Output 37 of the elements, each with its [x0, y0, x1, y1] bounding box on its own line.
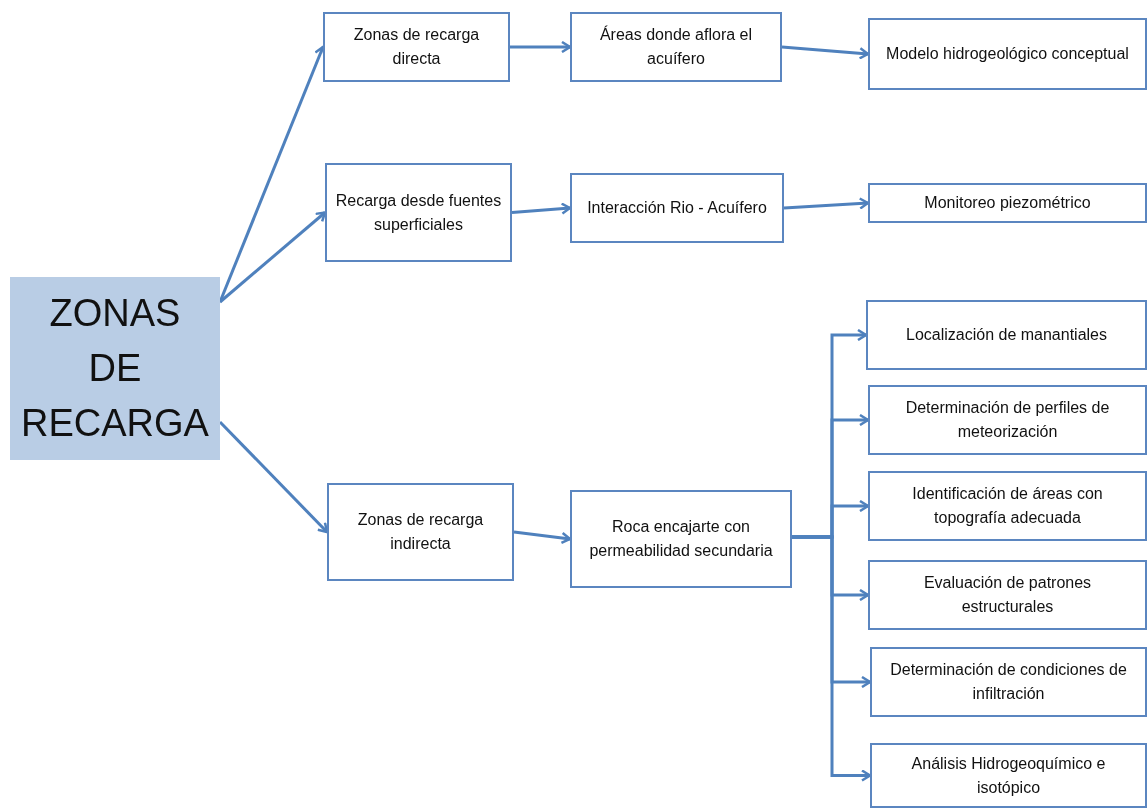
process-box — [868, 471, 1147, 541]
box-text: Zonas de recarga indirecta — [356, 510, 485, 554]
box-text: Determinación de condiciones de infiltración — [889, 660, 1128, 704]
process-box — [570, 490, 792, 588]
arrow — [781, 45, 870, 60]
box-text: Zonas de recarga directa — [352, 25, 481, 69]
box-text: Análisis Hidrogeoquímico e isotópico — [910, 753, 1107, 798]
title-box — [10, 277, 220, 460]
arrow — [513, 530, 572, 545]
arrow — [792, 535, 872, 782]
process-box — [323, 12, 510, 82]
box-text: Áreas donde aflora el acuífero — [598, 24, 754, 69]
arrow — [219, 211, 327, 304]
process-box — [868, 18, 1147, 90]
arrow — [783, 197, 870, 210]
process-box — [868, 385, 1147, 455]
process-box — [870, 647, 1147, 717]
process-box — [866, 300, 1147, 370]
arrow — [510, 40, 572, 54]
box-text: Identificación de áreas con topografía adecuada — [911, 484, 1104, 528]
arrow — [511, 202, 572, 215]
process-box — [570, 12, 782, 82]
box-text: Modelo hidrogeológico conceptual — [886, 44, 1129, 64]
process-box — [325, 163, 512, 262]
process-box — [868, 560, 1147, 630]
box-text: Determinación de perfiles de meteorización — [904, 398, 1111, 442]
box-text: Localización de manantiales — [906, 325, 1107, 345]
box-text: Monitoreo piezométrico — [924, 193, 1091, 213]
process-box — [868, 183, 1147, 223]
box-text: Roca encajarte con permeabilidad secundaria — [588, 517, 774, 561]
box-text: ZONAS DE RECARGA — [20, 290, 210, 447]
box-text: Interacción Rio - Acuífero — [587, 198, 767, 218]
process-box — [870, 743, 1147, 808]
box-text: Evaluación de patrones estructurales — [922, 573, 1093, 617]
box-text: Recarga desde fuentes superficiales — [334, 190, 503, 235]
process-box — [570, 173, 784, 243]
process-box — [327, 483, 514, 581]
